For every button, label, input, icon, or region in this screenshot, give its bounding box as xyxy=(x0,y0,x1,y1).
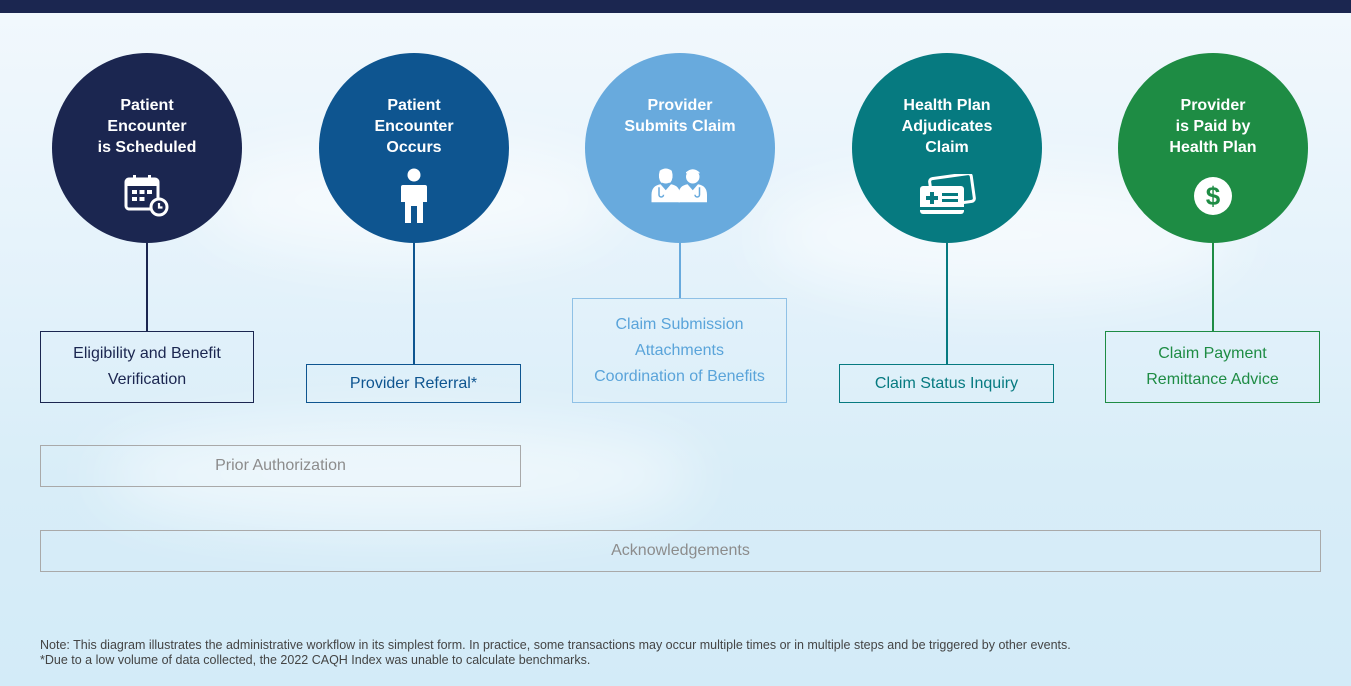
transaction-box-claim-payment: Claim Payment Remittance Advice xyxy=(1105,331,1320,403)
person-icon xyxy=(384,168,444,223)
step-title-line: Occurs xyxy=(386,139,442,156)
footnote-line: Note: This diagram illustrates the admin… xyxy=(40,638,1071,652)
step-patient-encounter-occurs: Patient Encounter Occurs xyxy=(319,53,509,243)
step-title-line: is Scheduled xyxy=(97,139,197,156)
step-health-plan-adjudicates-claim: Health Plan Adjudicates Claim xyxy=(852,53,1042,243)
footnote: Note: This diagram illustrates the admin… xyxy=(40,638,1330,668)
svg-text:$: $ xyxy=(1206,181,1221,211)
transaction-label: Claim Status Inquiry xyxy=(874,374,1019,392)
insurance-card-icon xyxy=(917,170,977,222)
step-title: Provider Submits Claim xyxy=(624,95,735,137)
step-title-line: Patient xyxy=(120,97,174,114)
step-title-line: Claim xyxy=(925,139,969,156)
dollar-icon: $ xyxy=(1183,170,1243,222)
step-title: Patient Encounter Occurs xyxy=(374,95,453,158)
background-cloud xyxy=(100,420,700,530)
prior-authorization-box: Prior Authorization xyxy=(40,445,521,487)
step-title-line: Health Plan xyxy=(1169,139,1257,156)
transaction-label: Provider Referral* xyxy=(349,374,478,392)
acknowledgements-box: Acknowledgements xyxy=(40,530,1321,572)
step-title: Provider is Paid by Health Plan xyxy=(1169,95,1256,158)
step-title-line: Health Plan xyxy=(903,97,991,114)
top-banner-bar xyxy=(0,0,1351,13)
step-title: Patient Encounter is Scheduled xyxy=(98,95,197,158)
transaction-box-provider-referral: Provider Referral* xyxy=(306,364,521,403)
transaction-label: Claim Payment xyxy=(1158,345,1267,362)
transaction-box-eligibility: Eligibility and Benefit Verification xyxy=(40,331,254,403)
step-title-line: Encounter xyxy=(374,118,454,135)
connector-line xyxy=(679,243,681,298)
transaction-label: Coordination of Benefits xyxy=(594,367,765,385)
connector-line xyxy=(146,243,148,331)
prior-authorization-label: Prior Authorization xyxy=(215,457,346,474)
calendar-icon xyxy=(117,170,177,222)
providers-icon xyxy=(650,159,710,211)
step-title-line: Patient xyxy=(387,97,441,114)
connector-line xyxy=(946,243,948,364)
transaction-box-claim-status: Claim Status Inquiry xyxy=(839,364,1054,403)
step-title-line: Adjudicates xyxy=(901,118,993,135)
transaction-label: Attachments xyxy=(635,341,724,359)
connector-line xyxy=(413,243,415,364)
step-patient-encounter-scheduled: Patient Encounter is Scheduled xyxy=(52,53,242,243)
transaction-label: Remittance Advice xyxy=(1146,371,1279,388)
transaction-label: Claim Submission xyxy=(615,315,744,333)
step-title-line: Provider xyxy=(1180,97,1246,114)
transaction-box-claim-submission: Claim Submission Attachments Coordinatio… xyxy=(572,298,787,403)
step-title: Health Plan Adjudicates Claim xyxy=(902,95,993,158)
step-provider-paid-by-health-plan: Provider is Paid by Health Plan $ xyxy=(1118,53,1308,243)
step-provider-submits-claim: Provider Submits Claim xyxy=(585,53,775,243)
step-title-line: Provider xyxy=(647,97,713,114)
transaction-label: Verification xyxy=(107,371,187,388)
connector-line xyxy=(1212,243,1214,331)
acknowledgements-label: Acknowledgements xyxy=(611,542,750,559)
footnote-line: *Due to a low volume of data collected, … xyxy=(40,653,591,667)
step-title-line: Encounter xyxy=(107,118,187,135)
step-title-line: is Paid by xyxy=(1175,118,1251,135)
step-title-line: Submits Claim xyxy=(624,118,736,135)
transaction-label: Eligibility and Benefit xyxy=(73,345,221,362)
